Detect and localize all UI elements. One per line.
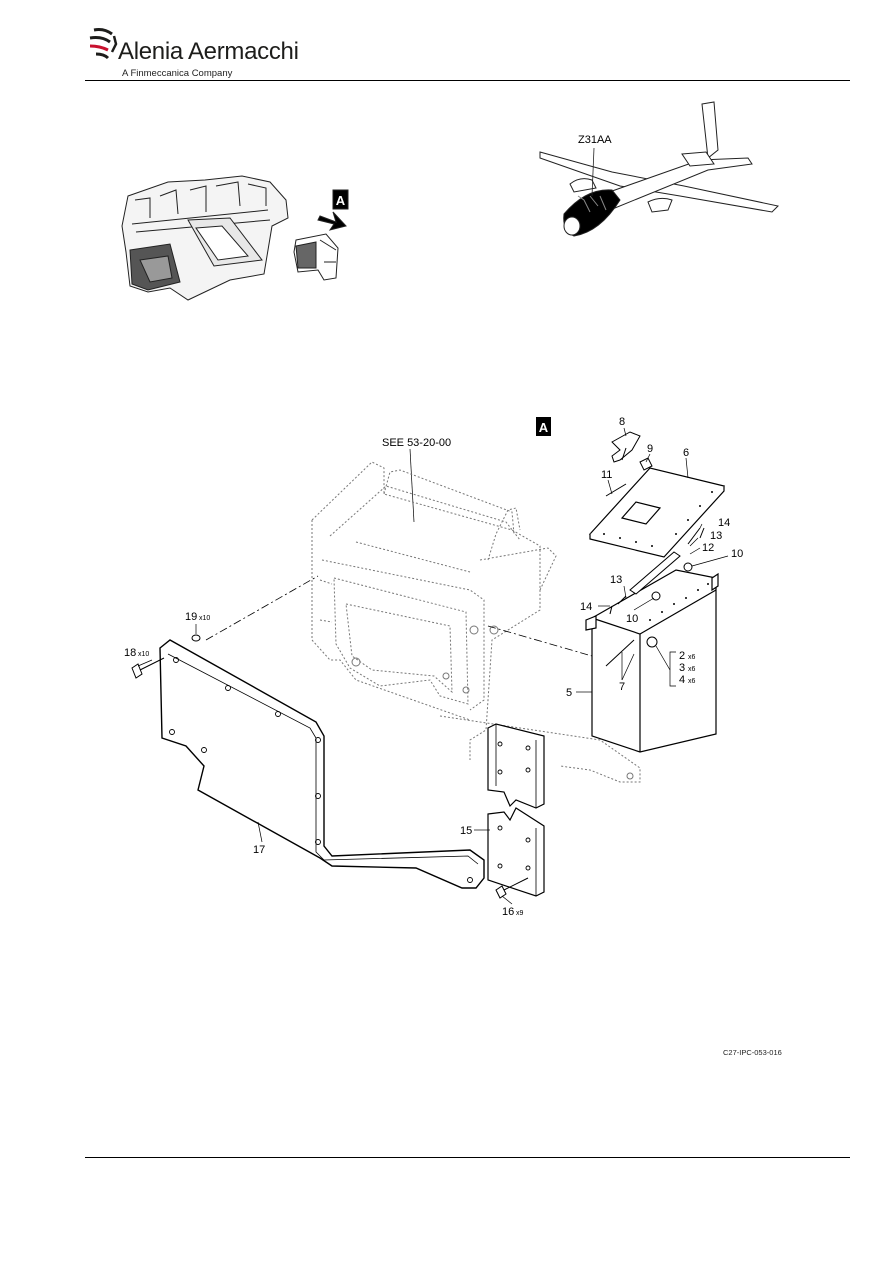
phantom-structure-holes [351,625,634,780]
callout-15: 15 [460,825,472,837]
screw-part-7 [605,639,635,667]
callout-leaders [137,427,729,905]
figure-identifier: C27-IPC-053-016 [723,1048,782,1057]
panel-holes [169,657,473,883]
callout-17: 17 [253,844,265,856]
main-view-flag: A [539,420,549,435]
footer-divider [85,1157,850,1158]
main-view-flag-box [536,417,551,436]
callout-13-upper: 13 [710,530,722,542]
locator-detail-a: A [293,189,349,281]
see-reference-leader [409,448,415,523]
part-11 [605,483,627,497]
callout-8: 8 [619,416,625,428]
callout-16: 16 [502,906,514,918]
callout-19-qty: x10 [199,615,210,622]
callout-3: 3 [679,662,685,674]
callout-13-lower: 13 [610,574,622,586]
callout-19: 19 [185,611,197,623]
container-rivets [649,583,709,621]
bolt-part-16 [495,877,529,899]
bolt-part-18 [131,657,165,679]
callout-4-qty: x6 [688,678,696,685]
callout-5: 5 [566,687,572,699]
callout-14-upper: 14 [718,517,730,529]
callout-12: 12 [702,542,714,554]
locator-view-flag: A [336,193,346,208]
company-name: Alenia Aermacchi [118,38,299,65]
see-reference: SEE 53-20-00 [382,437,451,449]
washer-part-19 [191,634,201,642]
callout-labels: 8 9 6 11 14 13 12 10 13 14 10 2 x6 3 x6 … [124,416,743,918]
cover-part-6 [588,467,726,558]
bracket-part-8 [611,431,641,463]
container-part-5 [585,569,719,753]
callout-18-qty: x10 [138,651,149,658]
callout-11: 11 [601,469,612,481]
callout-10-lower: 10 [626,613,638,625]
panel-part-17 [159,639,485,889]
callout-4: 4 [679,674,685,686]
callout-10-upper: 10 [731,548,743,560]
alignment-lines [205,575,593,657]
callout-18: 18 [124,647,136,659]
alenia-aermacchi-logo-icon [89,28,118,60]
clip-part-9 [639,457,653,471]
phantom-structure [311,461,641,783]
plate-part-15-lower [487,807,545,897]
callout-16-qty: x9 [516,910,524,917]
callout-14-lower: 14 [580,601,592,613]
callout-9: 9 [647,443,653,455]
callout-2-qty: x6 [688,654,696,661]
locator-structure-view [121,175,289,301]
plate-holes [497,741,531,871]
callout-3-qty: x6 [688,666,696,673]
company-subtitle: A Finmeccanica Company [122,68,233,79]
hinge-fasteners [609,527,705,648]
callout-6: 6 [683,447,689,459]
plate-part-15-upper [487,723,545,809]
callout-7: 7 [619,681,625,693]
zone-label: Z31AA [578,134,612,146]
aircraft-locator-view [539,101,780,237]
callout-2: 2 [679,650,685,662]
cover-fastener-holes [603,491,713,547]
header-divider [85,80,850,81]
